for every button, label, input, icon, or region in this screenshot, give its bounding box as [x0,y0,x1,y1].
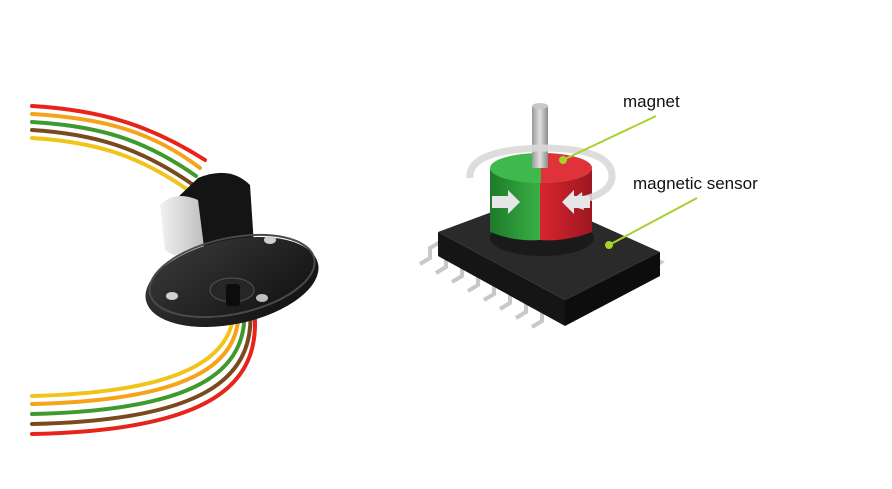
magnet-label: magnet [623,92,680,111]
rotor-shaft [226,284,240,306]
upper-wire-bundle [30,104,207,192]
mounting-hole [166,292,178,300]
sensor-leader-line [608,197,698,246]
magnetic-sensor-illustration [418,103,698,329]
rotation-arrow [466,144,616,206]
magnetic-sensor-label: magnetic sensor [633,174,758,193]
magnet-leader-dot [559,156,567,164]
magnet-top-face-red [541,153,592,183]
slip-ring-label-band [160,196,205,258]
field-arrow-right-icon [492,190,520,214]
sensor-chip-side [565,252,660,326]
sensor-leader-dot [605,241,613,249]
mounting-hole [256,294,268,302]
magnet-leader-line [562,115,657,161]
chip-pin [418,240,442,266]
sensor-chip-front [438,232,565,326]
field-arrow-left-icon [562,190,590,214]
shaft-top [532,103,548,109]
rotating-shaft [532,106,548,168]
flange-rim [148,233,316,319]
mounting-hole [264,236,276,244]
slip-ring-photo [30,104,319,436]
